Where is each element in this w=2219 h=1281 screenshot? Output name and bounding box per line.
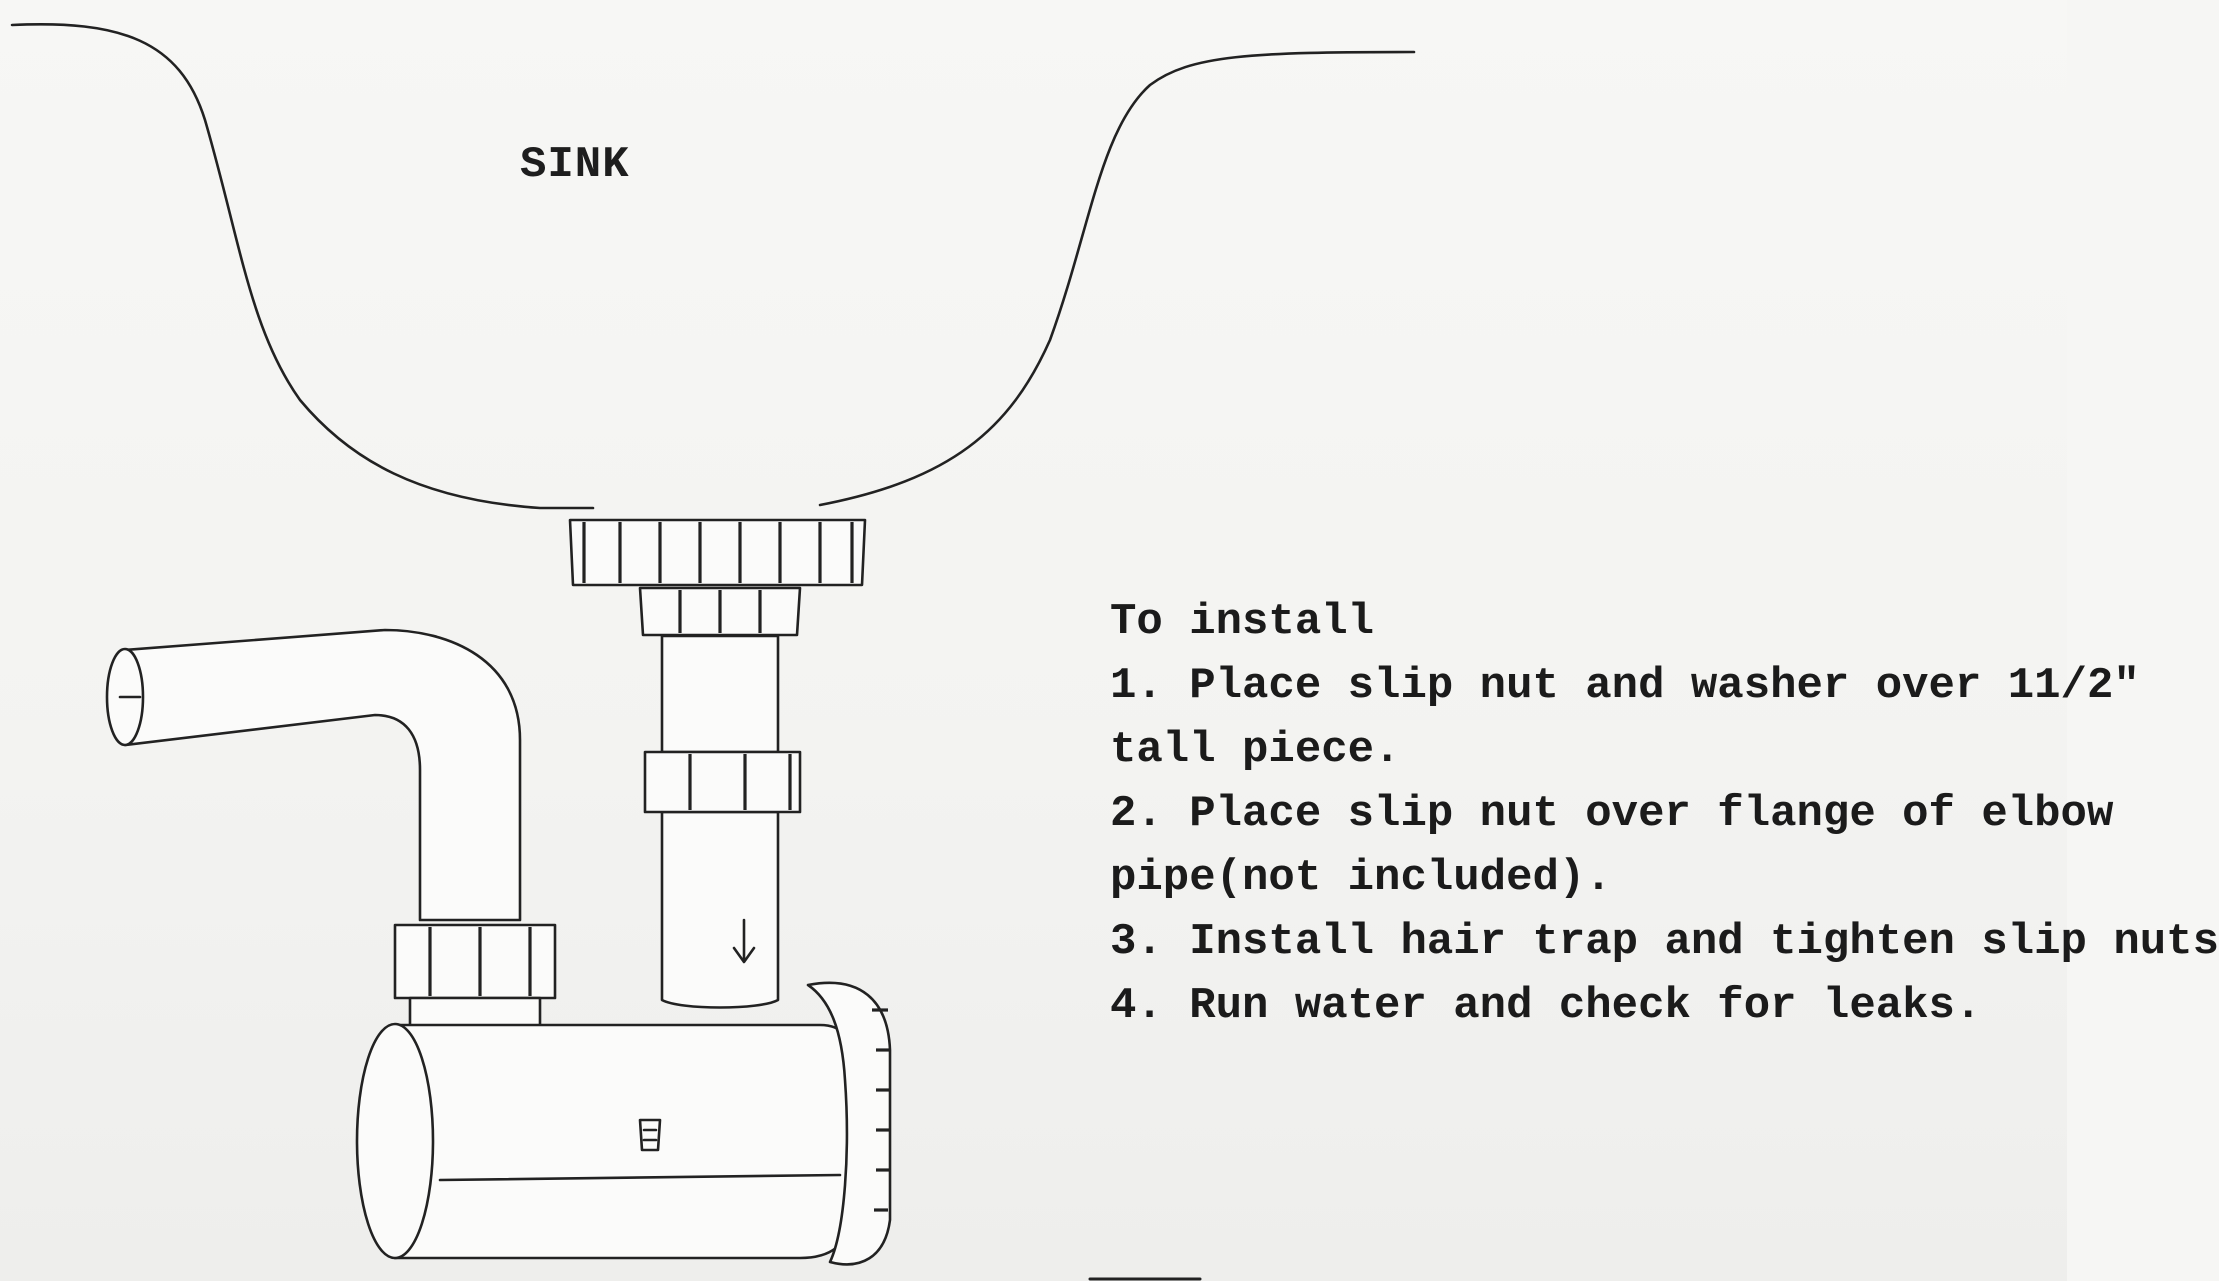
instruction-line-3: 2. Place slip nut over flange of elbow: [1110, 789, 2114, 839]
instruction-line-6: 4. Run water and check for leaks.: [1110, 981, 1982, 1031]
sink-basin-outline: [10, 23, 1416, 510]
sink-label: SINK: [520, 140, 630, 190]
elbow-slip-nut: [393, 923, 557, 1042]
sink-slip-nut: [568, 518, 867, 587]
hair-trap-body: [355, 1022, 852, 1260]
instruction-line-5: 3. Install hair trap and tighten slip nu…: [1110, 917, 2219, 967]
hair-trap-end-cap: [806, 981, 892, 1266]
sink-drain-diagram: [10, 23, 1416, 1281]
trap-screw: [638, 1118, 662, 1152]
tailpiece-pipe: [660, 634, 780, 1009]
tailpiece-slip-nut: [643, 750, 802, 814]
instruction-line-4: pipe(not included).: [1110, 853, 1612, 903]
install-instructions: To install 1. Place slip nut and washer …: [1110, 590, 2219, 1038]
instruction-line-2: tall piece.: [1110, 725, 1401, 775]
elbow-pipe: [105, 628, 522, 922]
instruction-line-1: 1. Place slip nut and washer over 11/2": [1110, 661, 2140, 711]
tailpiece-upper-nut: [638, 586, 802, 637]
instructions-title: To install: [1110, 597, 1375, 647]
